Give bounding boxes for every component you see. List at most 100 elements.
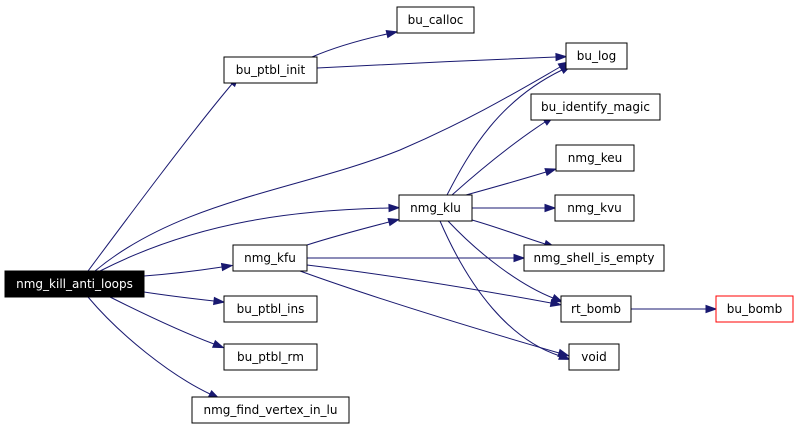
node-box — [191, 396, 350, 424]
edge-line — [439, 220, 561, 357]
node-label: bu_identify_magic — [541, 100, 650, 114]
node-box — [523, 244, 665, 272]
node-bu-calloc[interactable]: bu_calloc — [396, 6, 475, 34]
edge-nmg_klu-to-nmg_shell_is_empty — [471, 219, 556, 248]
edge-nmg_klu-to-nmg_kvu — [471, 203, 557, 213]
node-box — [568, 343, 620, 371]
edge-nmg_kill_anti_loops-to-nmg_find_vertex_in_lu — [87, 296, 221, 400]
node-label: nmg_find_vertex_in_lu — [204, 403, 338, 417]
arrowhead-icon — [705, 304, 718, 314]
arrowhead-icon — [220, 262, 234, 272]
edge-nmg_klu-to-bu_identify_magic — [451, 115, 555, 196]
edge-nmg_klu-to-nmg_keu — [465, 168, 558, 196]
node-label: bu_calloc — [408, 13, 464, 27]
edge-line — [471, 219, 546, 245]
edge-rt_bomb-to-bu_bomb — [631, 304, 718, 314]
edge-line — [316, 56, 557, 69]
node-box — [223, 295, 318, 323]
node-box — [223, 343, 318, 371]
node-box — [530, 93, 661, 121]
edge-line — [99, 207, 390, 272]
arrowhead-icon — [211, 339, 225, 349]
edge-bu_ptbl_init-to-bu_log — [316, 52, 568, 69]
node-box — [554, 194, 635, 222]
node-box — [223, 56, 318, 84]
node-nmg-kfu[interactable]: nmg_kfu — [232, 244, 308, 272]
edge-line — [94, 66, 561, 272]
edge-line — [306, 221, 390, 246]
node-box — [396, 6, 475, 34]
node-label: rt_bomb — [571, 302, 621, 316]
node-box — [560, 295, 632, 323]
edge-nmg_kfu-to-void — [299, 270, 571, 357]
arrowhead-icon — [388, 203, 401, 213]
arrowhead-icon — [513, 253, 526, 263]
edge-nmg_kfu-to-nmg_shell_is_empty — [306, 253, 526, 263]
edge-line — [87, 296, 211, 395]
node-label: nmg_keu — [568, 151, 622, 165]
arrowhead-icon — [544, 168, 558, 177]
node-label: bu_log — [577, 49, 617, 63]
arrowhead-icon — [385, 30, 399, 39]
edge-bu_ptbl_init-to-bu_calloc — [311, 30, 399, 58]
node-label: bu_ptbl_init — [236, 63, 306, 77]
edge-layer — [87, 30, 718, 400]
edge-line — [447, 220, 554, 299]
node-label: nmg_shell_is_empty — [534, 251, 655, 265]
edge-line — [87, 83, 233, 272]
node-label: bu_ptbl_rm — [237, 350, 304, 364]
node-nmg-kill-anti-loops: nmg_kill_anti_loops — [4, 270, 145, 298]
node-nmg-klu[interactable]: nmg_klu — [398, 194, 473, 222]
node-void[interactable]: void — [568, 343, 620, 371]
edge-nmg_kill_anti_loops-to-bu_ptbl_init — [87, 75, 240, 272]
edge-nmg_kill_anti_loops-to-bu_log — [94, 61, 571, 272]
edge-nmg_kfu-to-nmg_klu — [306, 218, 401, 246]
node-label: void — [581, 350, 606, 364]
node-label: nmg_kill_anti_loops — [16, 277, 133, 291]
edge-nmg_klu-to-rt_bomb — [447, 220, 564, 303]
node-box — [715, 295, 794, 323]
arrowhead-icon — [387, 218, 401, 227]
node-box — [232, 244, 308, 272]
node-nmg-find-vertex-in-lu[interactable]: nmg_find_vertex_in_lu — [191, 396, 350, 424]
edge-line — [451, 121, 546, 196]
edge-line — [143, 291, 215, 302]
node-label: bu_bomb — [727, 302, 783, 316]
edge-nmg_kill_anti_loops-to-bu_ptbl_rm — [109, 296, 225, 349]
node-bu-ptbl-rm[interactable]: bu_ptbl_rm — [223, 343, 318, 371]
edge-line — [465, 171, 547, 196]
node-bu-ptbl-ins[interactable]: bu_ptbl_ins — [223, 295, 318, 323]
edge-line — [311, 33, 388, 58]
node-bu-ptbl-init[interactable]: bu_ptbl_init — [223, 56, 318, 84]
node-nmg-kvu[interactable]: nmg_kvu — [554, 194, 635, 222]
node-nmg-keu[interactable]: nmg_keu — [555, 144, 635, 172]
arrowhead-icon — [555, 52, 568, 62]
node-layer: nmg_kill_anti_loopsbu_ptbl_initnmg_kfubu… — [4, 6, 794, 424]
arrowhead-icon — [558, 351, 571, 360]
node-box — [565, 42, 628, 70]
edge-nmg_kill_anti_loops-to-nmg_klu — [99, 203, 401, 272]
node-label: nmg_kvu — [567, 201, 622, 215]
node-bu-log[interactable]: bu_log — [565, 42, 628, 70]
node-box — [555, 144, 635, 172]
arrowhead-icon — [544, 203, 557, 213]
node-box — [398, 194, 473, 222]
edge-line — [306, 264, 552, 304]
edge-line — [299, 270, 560, 354]
node-bu-identify-magic[interactable]: bu_identify_magic — [530, 93, 661, 121]
edge-line — [109, 296, 215, 345]
node-box — [4, 270, 145, 298]
node-label: nmg_kfu — [244, 251, 296, 265]
node-rt-bomb[interactable]: rt_bomb — [560, 295, 632, 323]
edge-nmg_klu-to-bu_log — [446, 64, 573, 196]
edge-nmg_kfu-to-rt_bomb — [306, 264, 563, 308]
node-label: nmg_klu — [410, 201, 461, 215]
node-nmg-shell-is-empty[interactable]: nmg_shell_is_empty — [523, 244, 665, 272]
edge-nmg_klu-to-void — [439, 220, 571, 360]
edge-line — [143, 266, 223, 277]
node-label: bu_ptbl_ins — [237, 302, 305, 316]
node-bu-bomb[interactable]: bu_bomb — [715, 295, 794, 323]
arrowhead-icon — [550, 293, 564, 303]
edge-line — [446, 69, 563, 196]
